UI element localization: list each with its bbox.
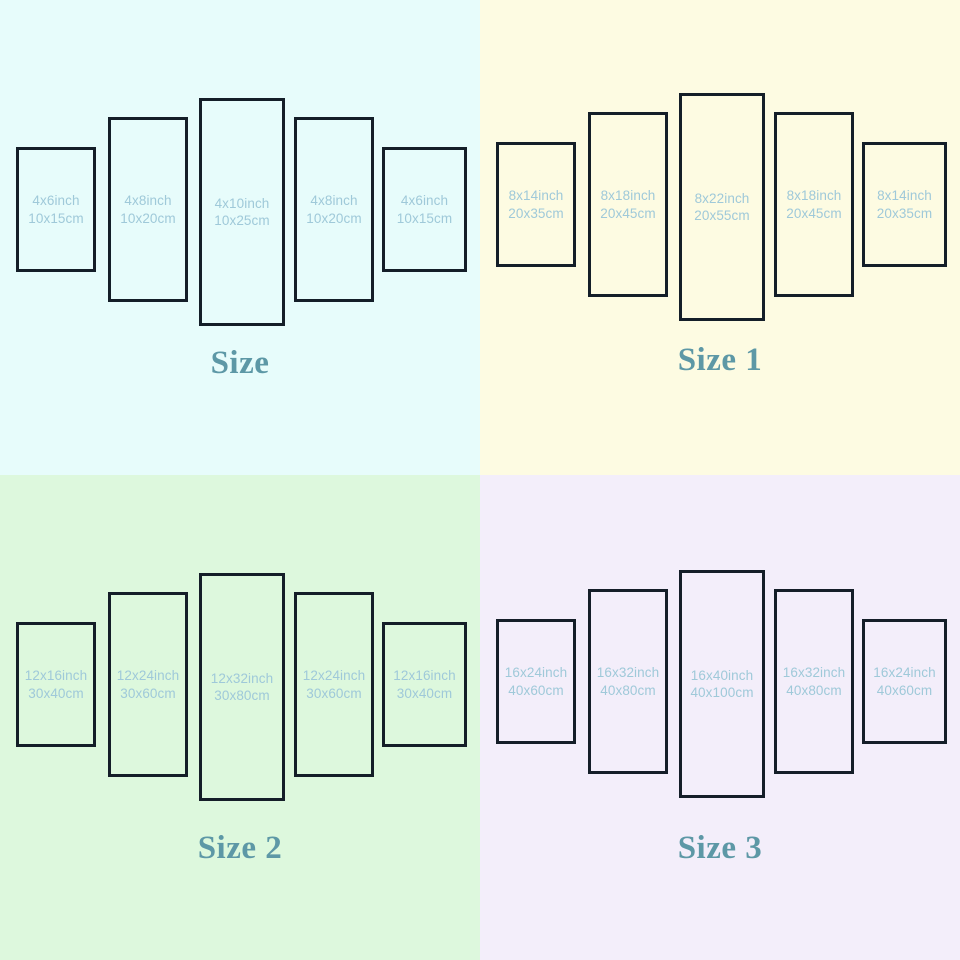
panel-size-cm: 20x35cm bbox=[876, 205, 933, 221]
panel-size-label: 16x40inch 40x100cm bbox=[690, 667, 753, 702]
panel-size-cm: 10x25cm bbox=[214, 213, 270, 228]
quadrant-title: Size 2 bbox=[197, 830, 283, 866]
panel-size-cm: 20x35cm bbox=[508, 205, 564, 221]
panel-size-cm: 40x60cm bbox=[876, 682, 933, 698]
panel-size-cm: 40x60cm bbox=[508, 682, 564, 698]
panel-size-inch: 16x32inch bbox=[782, 665, 846, 681]
panel-size-inch: 16x40inch bbox=[690, 667, 754, 683]
panel-size-cm: 20x55cm bbox=[694, 208, 750, 223]
panel-size-inch: 12x16inch bbox=[24, 668, 88, 684]
panel-size-inch: 12x24inch bbox=[116, 668, 180, 684]
panel-size-inch: 8x22inch bbox=[694, 190, 750, 206]
panel-size-inch: 8x18inch bbox=[786, 188, 842, 204]
quadrant-title: Size 3 bbox=[677, 830, 763, 866]
quadrant-title: Size bbox=[210, 345, 270, 381]
panel-size-label: 4x10inch 10x25cm bbox=[214, 195, 269, 230]
panel-size-inch: 4x8inch bbox=[124, 193, 172, 209]
panel-size-inch: 4x8inch bbox=[310, 193, 358, 209]
panel-size-inch: 8x14inch bbox=[877, 188, 932, 204]
panel-size-cm: 20x45cm bbox=[600, 205, 656, 221]
panel-size-cm: 30x60cm bbox=[306, 685, 362, 701]
canvas-panel[interactable]: 12x32inch 30x80cm bbox=[199, 573, 285, 801]
canvas-panel[interactable]: 16x40inch 40x100cm bbox=[679, 570, 765, 798]
quadrant-title: Size 1 bbox=[677, 342, 763, 378]
panel-size-inch: 12x16inch bbox=[393, 668, 456, 684]
panel-size-cm: 20x45cm bbox=[786, 205, 842, 221]
panel-size-cm: 10x20cm bbox=[306, 210, 362, 226]
panel-size-inch: 8x14inch bbox=[508, 188, 564, 204]
panel-size-inch: 16x24inch bbox=[504, 665, 568, 681]
panel-size-inch: 16x24inch bbox=[873, 665, 936, 681]
panel-size-cm: 40x80cm bbox=[600, 682, 656, 698]
panel-size-inch: 4x6inch bbox=[32, 193, 80, 209]
panel-size-cm: 30x40cm bbox=[396, 685, 453, 701]
panel-size-inch: 12x32inch bbox=[210, 670, 274, 686]
panel-size-inch: 8x18inch bbox=[600, 188, 656, 204]
canvas-panel[interactable]: 8x22inch 20x55cm bbox=[679, 93, 765, 321]
panel-size-cm: 40x100cm bbox=[690, 685, 754, 700]
panel-size-inch: 4x6inch bbox=[400, 193, 449, 209]
panel-size-label: 12x32inch 30x80cm bbox=[211, 670, 273, 705]
panel-size-inch: 12x24inch bbox=[302, 668, 366, 684]
panel-size-cm: 10x20cm bbox=[120, 210, 176, 226]
panel-size-cm: 30x40cm bbox=[28, 685, 84, 701]
panel-size-cm: 40x80cm bbox=[786, 682, 842, 698]
panel-size-label: 8x22inch 20x55cm bbox=[694, 190, 749, 225]
panel-size-inch: 4x10inch bbox=[214, 195, 270, 211]
panel-size-inch: 16x32inch bbox=[596, 665, 660, 681]
panel-size-cm: 30x80cm bbox=[214, 688, 270, 703]
panel-size-cm: 30x60cm bbox=[120, 685, 176, 701]
panel-size-cm: 10x15cm bbox=[28, 210, 84, 226]
panel-size-cm: 10x15cm bbox=[396, 210, 453, 226]
canvas-panel[interactable]: 4x10inch 10x25cm bbox=[199, 98, 285, 326]
